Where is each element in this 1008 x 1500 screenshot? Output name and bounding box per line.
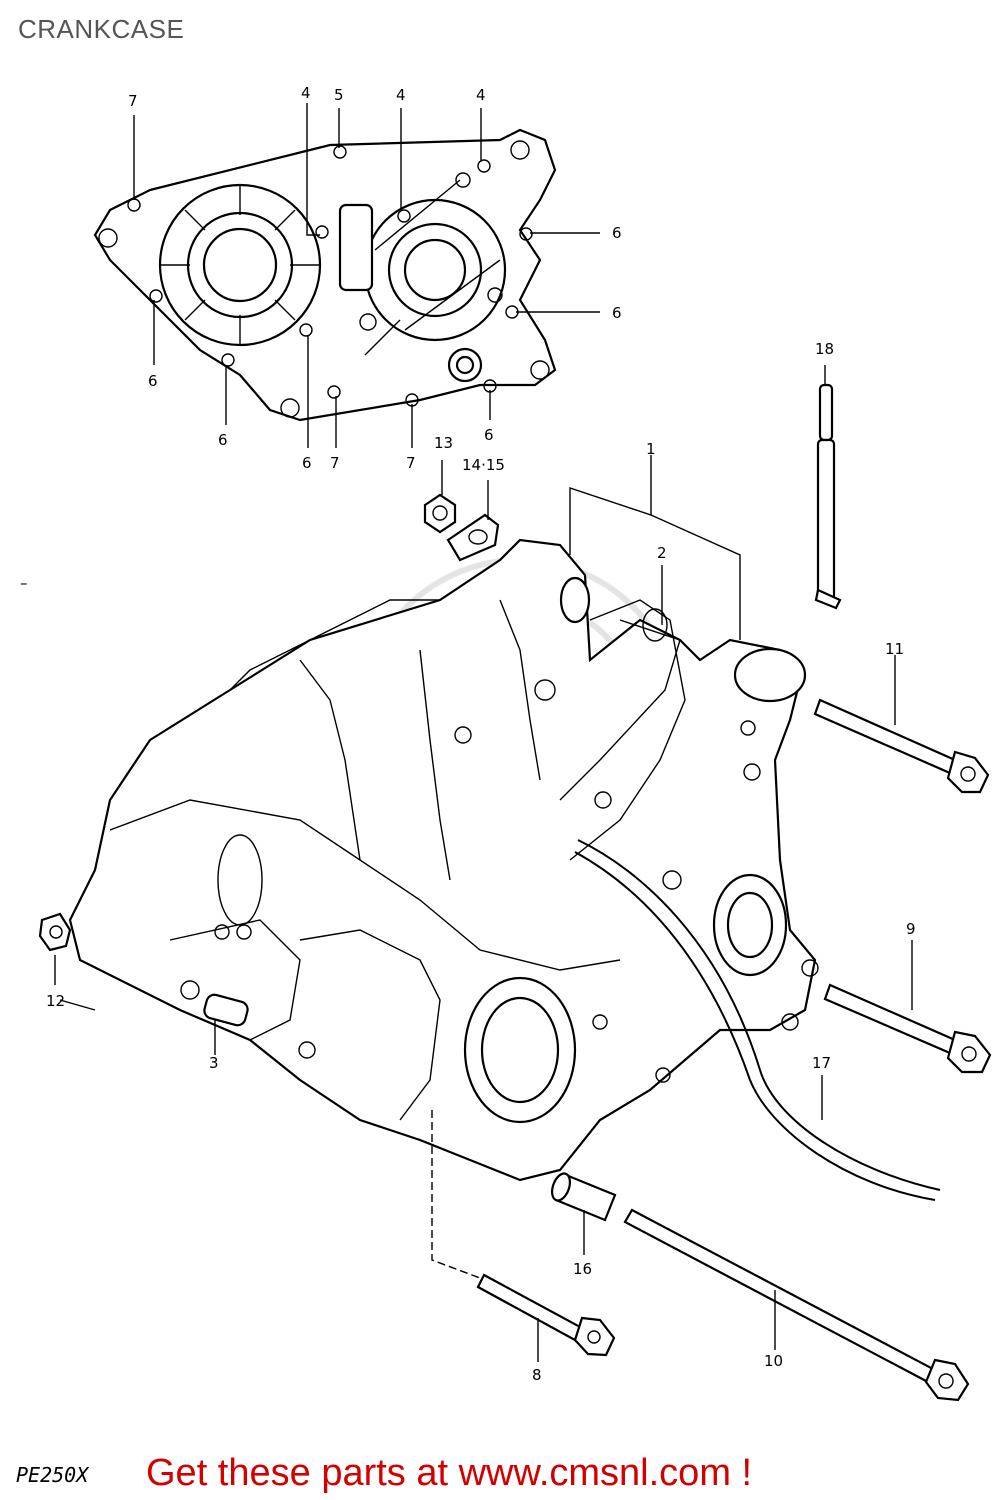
callout-18: 18 [815, 340, 834, 358]
callout-4: 4 [476, 86, 486, 104]
lower-leader-lines [54, 365, 913, 1362]
nut-13 [423, 493, 457, 534]
callout-6: 6 [612, 224, 622, 242]
hose-17 [577, 839, 941, 1191]
callout-7: 7 [406, 454, 416, 472]
callout-13: 13 [434, 434, 453, 452]
callout-3: 3 [209, 1054, 219, 1072]
bolt-8 [476, 1273, 616, 1357]
callout-11: 11 [885, 640, 904, 658]
callout-4: 4 [396, 86, 406, 104]
model-code: PE250X [16, 1463, 89, 1487]
callout-6: 6 [302, 454, 312, 472]
callout-2: 2 [657, 544, 667, 562]
callout-12: 12 [46, 992, 65, 1010]
gasket-part [569, 599, 686, 861]
callout-10: 10 [764, 1352, 783, 1370]
callout-14-15: 14·15 [462, 456, 505, 474]
dowel-16 [550, 1172, 617, 1222]
bolt-11 [813, 698, 990, 794]
promo-link-text[interactable]: Get these parts at www.cmsnl.com ! [146, 1452, 753, 1494]
callout-16: 16 [573, 1260, 592, 1278]
crankcase-assembly [59, 538, 819, 1182]
bolt-10 [623, 1208, 970, 1402]
hose-17-inner [574, 851, 936, 1201]
page-title: CRANKCASE [18, 14, 185, 44]
callout-7: 7 [330, 454, 340, 472]
callout-labels: 7 4 5 4 4 6 6 6 6 6 7 7 6 18 13 14·15 1 … [20, 84, 916, 1384]
callout-4: 4 [301, 84, 311, 102]
promo-link[interactable]: Get these parts at www.cmsnl.com ! [146, 1452, 752, 1495]
callout-8: 8 [532, 1366, 542, 1384]
upper-leader-lines [133, 103, 600, 448]
callout-1: 1 [646, 440, 656, 458]
cap-12 [38, 912, 72, 952]
callout-6: 6 [148, 372, 158, 390]
callout-9: 9 [906, 920, 916, 938]
bolt-9 [823, 983, 992, 1074]
callout-dash: – [20, 574, 28, 592]
callout-17: 17 [812, 1054, 831, 1072]
callout-6: 6 [218, 431, 228, 449]
washer-14-15 [446, 513, 500, 562]
callout-5: 5 [334, 86, 344, 104]
callout-6: 6 [484, 426, 494, 444]
callout-7: 7 [128, 92, 138, 110]
rod-18 [814, 383, 842, 610]
callout-6: 6 [612, 304, 622, 322]
crankcase-half-upper [93, 128, 557, 422]
